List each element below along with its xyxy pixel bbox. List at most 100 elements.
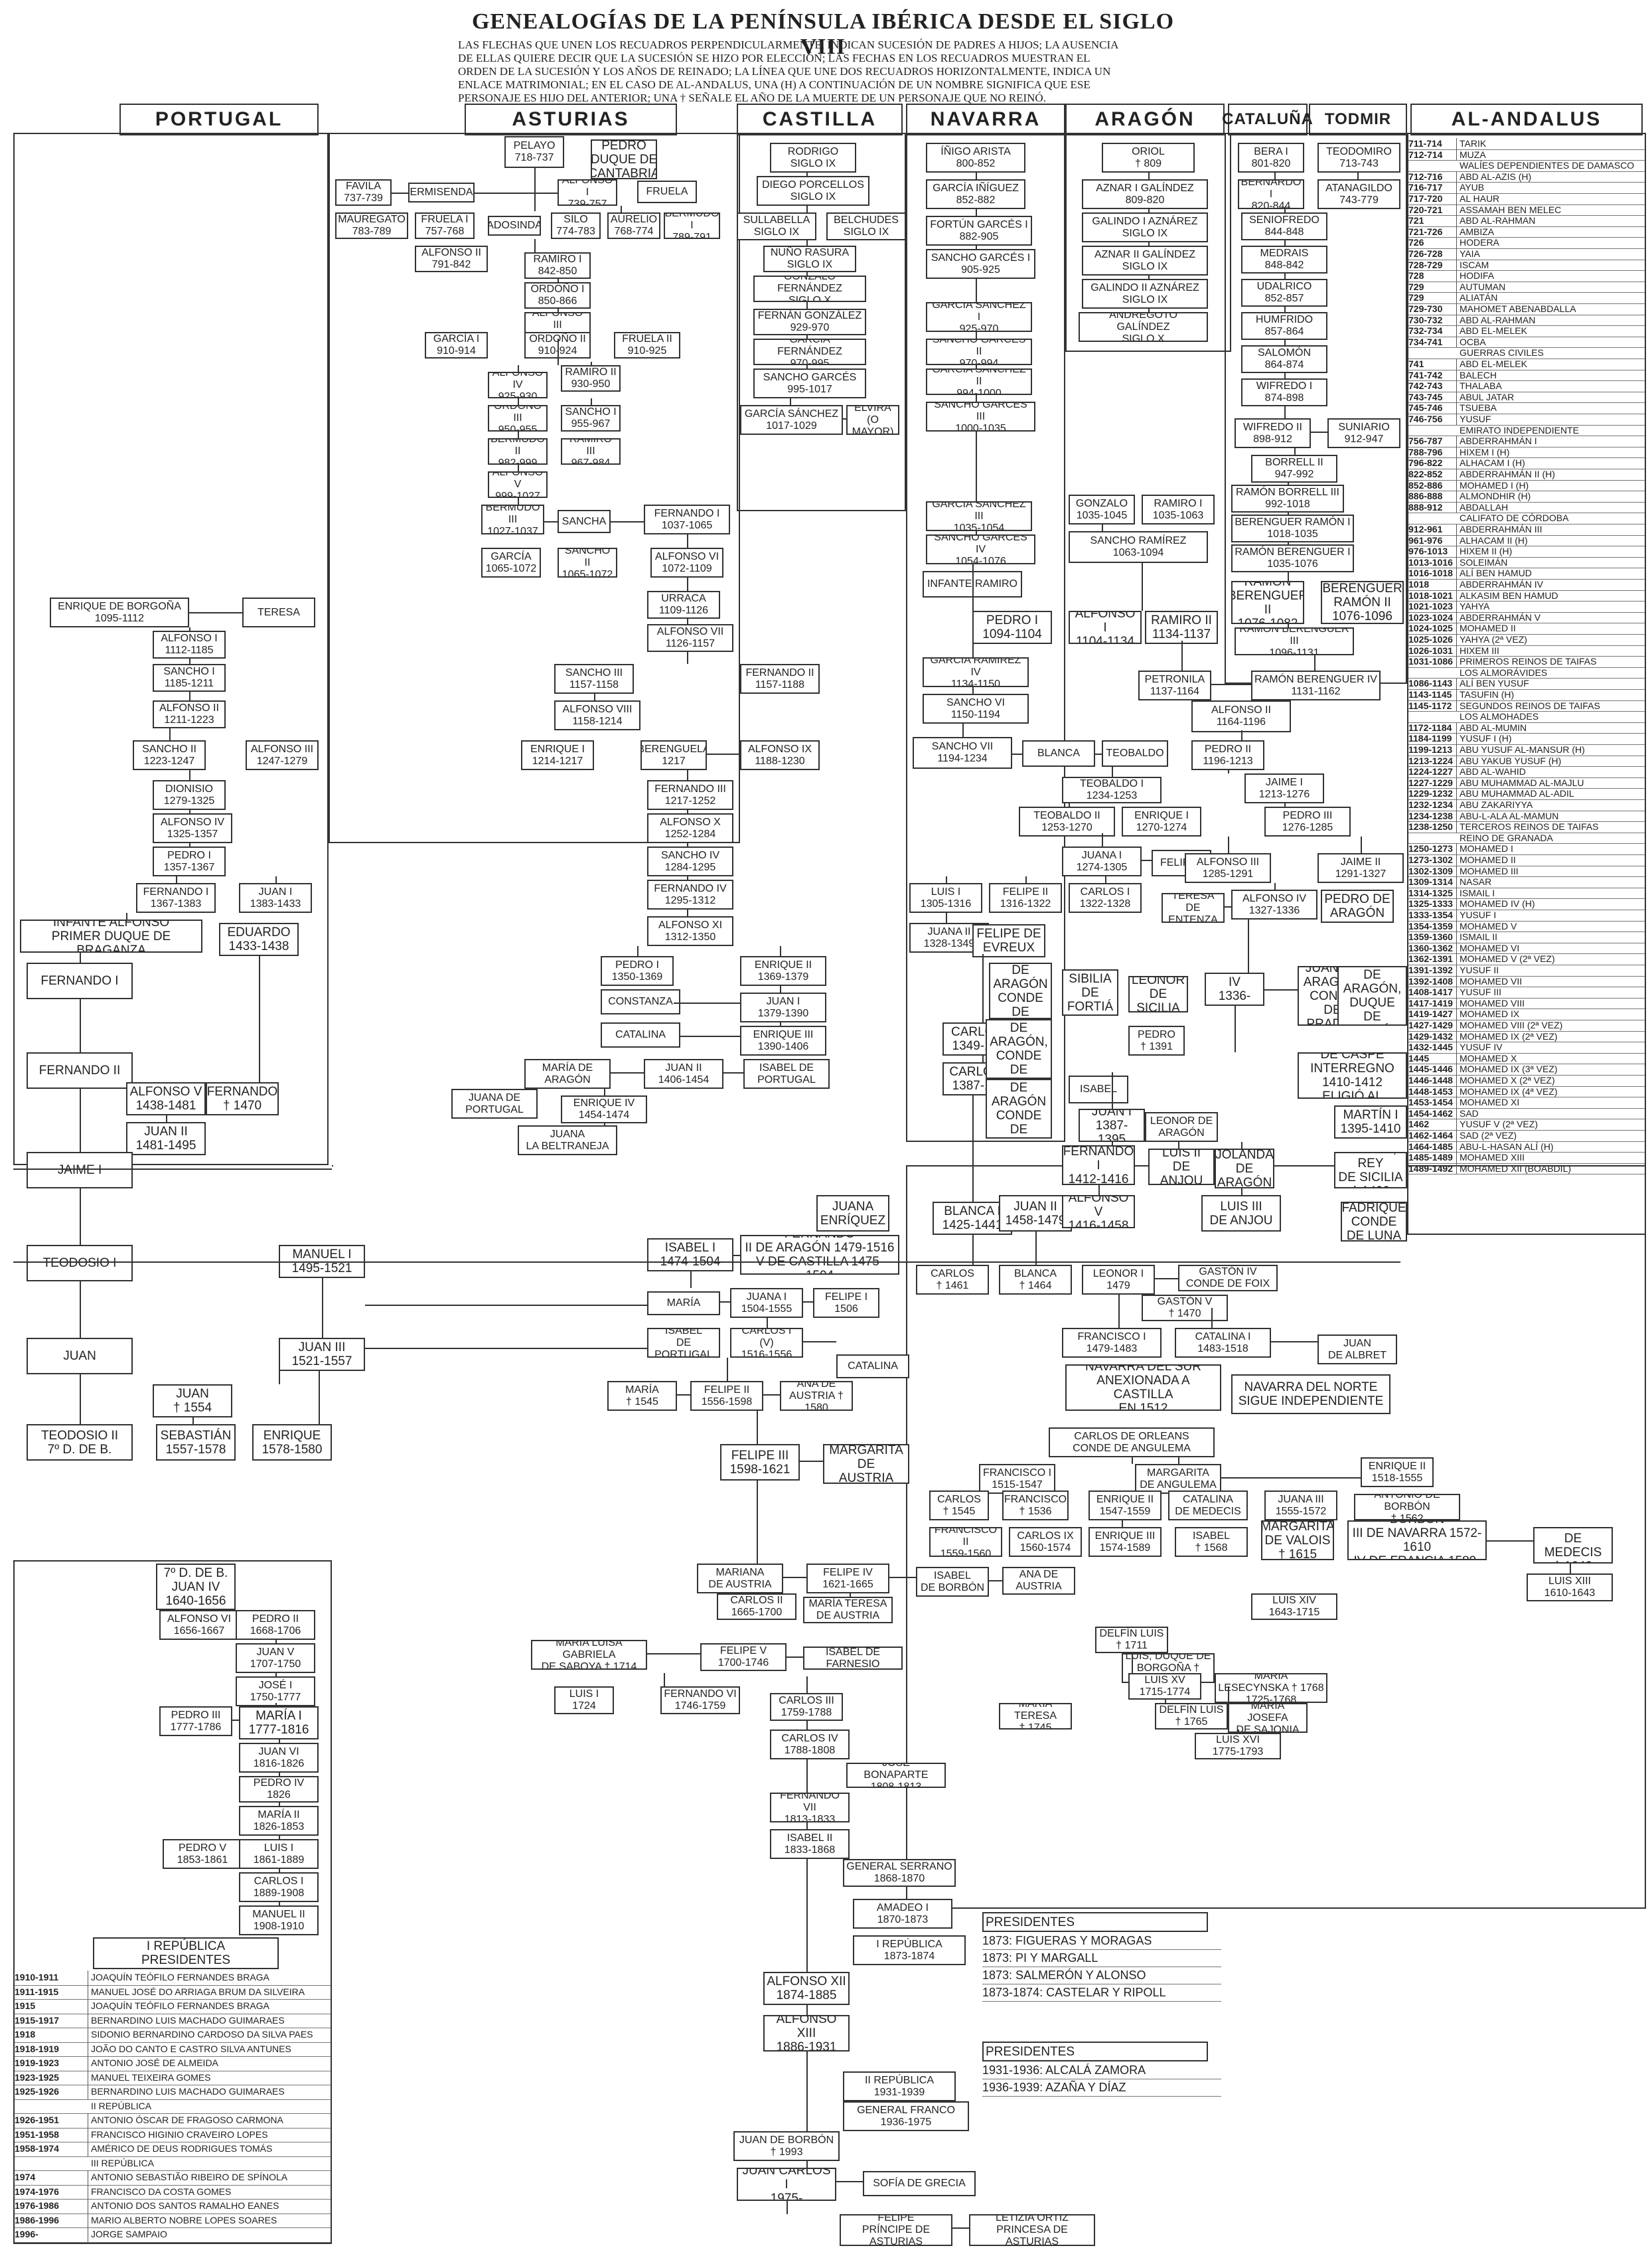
row-years: 1143-1145 (1408, 689, 1457, 700)
connector-line (1284, 274, 1286, 279)
connector-line (1102, 524, 1103, 531)
row-years: 1016-1018 (1408, 568, 1457, 579)
row-years: 1974 (15, 2170, 88, 2185)
connector-line (1155, 1278, 1178, 1279)
row-years: 912-961 (1408, 524, 1457, 535)
connector-line (1311, 432, 1327, 433)
person-box-fernan-g: FERNÁN GONZÁLEZ 929-970 (753, 309, 866, 335)
connector-line (518, 398, 519, 405)
person-box-bermudo1: BERMUDO I 789-791 (664, 212, 720, 239)
row-years: 756-787 (1408, 436, 1457, 447)
person-box-seniofredo: SENIOFREDO 844-848 (1241, 212, 1327, 240)
row-years: 1454-1462 (1408, 1107, 1457, 1119)
person-box-alfonso4: ALFONSO IV 925-930 (488, 372, 548, 398)
person-box-ordono1: ORDOÑO I 850-866 (524, 282, 591, 309)
row-years: 1464-1485 (1408, 1141, 1457, 1153)
person-box-felipe5: FELIPE V 1700-1746 (700, 1643, 787, 1671)
connector-line (1288, 483, 1289, 485)
row-name: TARIK (1460, 138, 1487, 149)
person-box-carlos3: CARLOS III 1759-1788 (770, 1693, 843, 1721)
person-box-sancho3: SANCHO III 1157-1158 (554, 664, 634, 694)
row-years: 729-730 (1408, 303, 1457, 315)
connector-line (677, 1394, 690, 1396)
row-name: JOAQUÍN TEÓFILO FERNANDES BRAGA (91, 1972, 269, 1982)
person-box-pedro1a: PEDRO I 1094-1104 (972, 611, 1052, 644)
person-box-bernardo1: BERNARDO I 820-844 (1238, 179, 1304, 209)
connector-line (1271, 1341, 1317, 1342)
person-box-alfonso13: ALFONSO XIII 1886-1931 (763, 2015, 850, 2052)
connector-line (806, 1859, 808, 1972)
person-box-ramiro3: RAMIRO III 967-984 (561, 438, 621, 465)
connector-line (1241, 1142, 1242, 1149)
connector-line (836, 2181, 863, 2182)
person-box-isabel-borbon: ISABEL DE BORBÓN (916, 1567, 989, 1597)
person-box-juan5: JUAN V 1707-1750 (236, 1643, 315, 1673)
person-box-garcia-i: GARCÍA IÑÍGUEZ 852-882 (926, 179, 1025, 209)
person-box-fadrique: FADRIQUE CONDE DE LUNA (1341, 1202, 1407, 1242)
person-box-juan-albret: JUAN DE ALBRET (1317, 1334, 1397, 1364)
connector-line (806, 1822, 808, 1829)
person-box-navarra-sur: NAVARRA DEL SUR ANEXIONADA A CASTILLA EN… (1065, 1364, 1221, 1411)
person-box-carlos1p: CARLOS I 1889-1908 (239, 1872, 319, 1902)
connector-line (1178, 1457, 1179, 1464)
connector-line (1112, 1142, 1113, 1145)
president-row: 1936-1939: AZAÑA Y DÍAZ (982, 2079, 1221, 2097)
connector-line (518, 498, 519, 505)
person-box-maria1p: MARÍA I 1777-1816 (239, 1706, 319, 1739)
row-name: ABUL JATAR (1460, 391, 1515, 402)
connector-line (687, 770, 688, 780)
row-name: YUSUF (1460, 414, 1491, 424)
connector-line (1570, 1564, 1571, 1573)
row-years: 741-742 (1408, 369, 1457, 381)
row-name: MANUEL JOSÉ DO ARRIAGA BRUM DA SILVEIRA (91, 1986, 305, 1997)
person-box-sancho-g2: SANCHO GARCÉS II 970-994 (926, 339, 1032, 365)
person-box-ramon-berenguer1: RAMÓN BERENGUER I 1035-1076 (1231, 544, 1354, 572)
person-box-francisco1f: FRANCISCO I 1515-1547 (979, 1464, 1055, 1494)
person-box-felipe-pa: FELIPE PRÍNCIPE DE ASTURIAS (840, 2214, 952, 2246)
row-years: 1086-1143 (1408, 678, 1457, 689)
person-box-pedro-aragon: PEDRO DE ARAGÓN (1321, 890, 1394, 923)
row-name: MOHAMED III (1460, 865, 1519, 876)
row-name: ABDERRAHMÁN III (1460, 524, 1542, 534)
row-name: JOAQUÍN TEÓFILO FERNANDES BRAGA (91, 2000, 269, 2011)
person-box-aznar2: AZNAR II GALÍNDEZ SIGLO IX (1082, 246, 1208, 276)
row-years: 1429-1432 (1408, 1030, 1457, 1042)
connector-line (1284, 803, 1286, 807)
person-box-juan-carlos: JUAN CARLOS I 1975- (737, 2168, 836, 2201)
connector-line (1122, 1520, 1123, 1527)
row-name: MOHAMED X (1460, 1052, 1517, 1064)
person-box-fernando6: FERNANDO VI 1746-1759 (660, 1686, 740, 1714)
row-name: SOLEIMÁN (1460, 556, 1508, 568)
connector-line (687, 534, 688, 548)
connector-line (1288, 542, 1289, 544)
person-box-isabel-a: ISABEL (1069, 1076, 1128, 1103)
person-box-fruela1: FRUELA I 757-768 (415, 212, 475, 239)
person-box-catalina: CATALINA (601, 1022, 680, 1048)
person-box-juan1p: JUAN I 1383-1433 (239, 883, 312, 913)
row-years: 961-976 (1408, 534, 1457, 546)
row-name: ABU YAKUB YUSUF (H) (1460, 755, 1562, 766)
row-years: 1453-1454 (1408, 1097, 1457, 1108)
connector-line (169, 728, 171, 740)
row-years: 1184-1199 (1408, 733, 1457, 744)
person-box-favila: FAVILA 737-739 (335, 179, 392, 206)
connector-line (806, 2005, 808, 2015)
connector-line (591, 362, 592, 365)
row-name: ABD AL-AZIS (H) (1460, 171, 1532, 182)
row-name: MOHAMED XIII (1460, 1152, 1525, 1163)
